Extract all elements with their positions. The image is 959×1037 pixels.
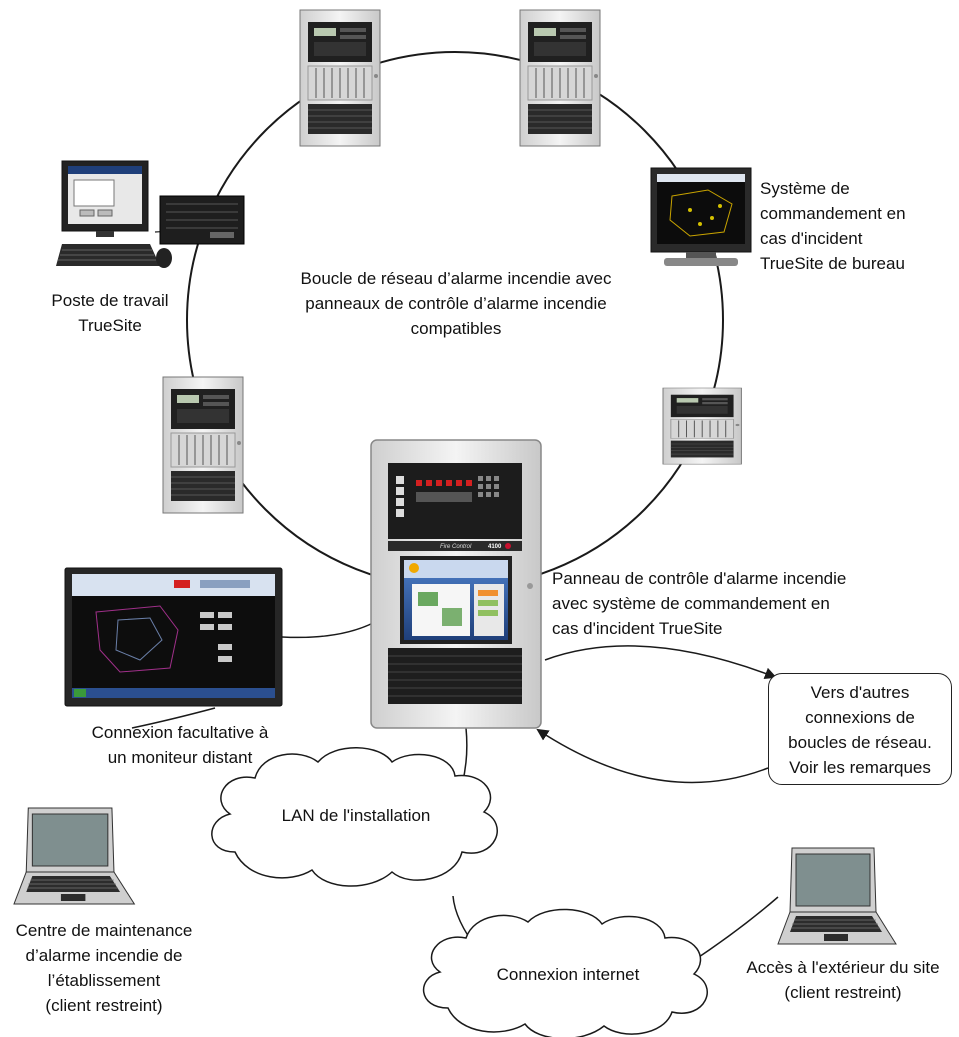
fire-panel-icon: [162, 376, 244, 514]
main-fire-panel-icon: Fire Control 4100: [370, 439, 542, 729]
remote-monitor-link: [281, 621, 376, 639]
arrow-to-other-loops: [544, 645, 777, 680]
fire-panel-icon: [299, 9, 381, 147]
workstation-icon: [56, 160, 245, 268]
maintenance-lan-link: [131, 707, 216, 729]
panel-model-text: 4100: [488, 544, 502, 550]
other-connections-callout: Vers d'autres connexions de boucles de r…: [768, 673, 952, 785]
network-loop-label: Boucle de réseau d’alarme incendie avec …: [300, 269, 612, 338]
workstation-label: Poste de travail TrueSite: [51, 291, 169, 335]
panel-brand-text: Fire Control: [440, 544, 472, 550]
maintenance-center-label: Centre de maintenance d’alarme incendie …: [15, 921, 193, 1015]
internet-label: Connexion internet: [496, 965, 640, 984]
laptop-icon: [777, 847, 897, 945]
fire-panel-icon: [519, 9, 601, 147]
desktop-monitor-icon: [650, 167, 752, 266]
main-panel-label: Panneau de contrôle d'alarme incendie av…: [552, 569, 847, 638]
arrow-from-other-loops: [536, 728, 769, 784]
other-connections-label: Vers d'autres connexions de boucles de r…: [788, 683, 932, 777]
remote-monitor-label: Connexion facultative à un moniteur dist…: [91, 723, 269, 767]
internet-offsite-link: [689, 896, 779, 964]
fire-panel-icon: [662, 387, 742, 465]
large-monitor-icon: [64, 567, 283, 707]
lan-label: LAN de l'installation: [281, 806, 431, 825]
offsite-access-label: Accès à l'extérieur du site (client rest…: [746, 958, 940, 1002]
desktop-system-label: Système de commandement en cas d'inciden…: [760, 179, 906, 273]
laptop-icon: [13, 807, 135, 905]
cloud-icon: [211, 747, 498, 887]
